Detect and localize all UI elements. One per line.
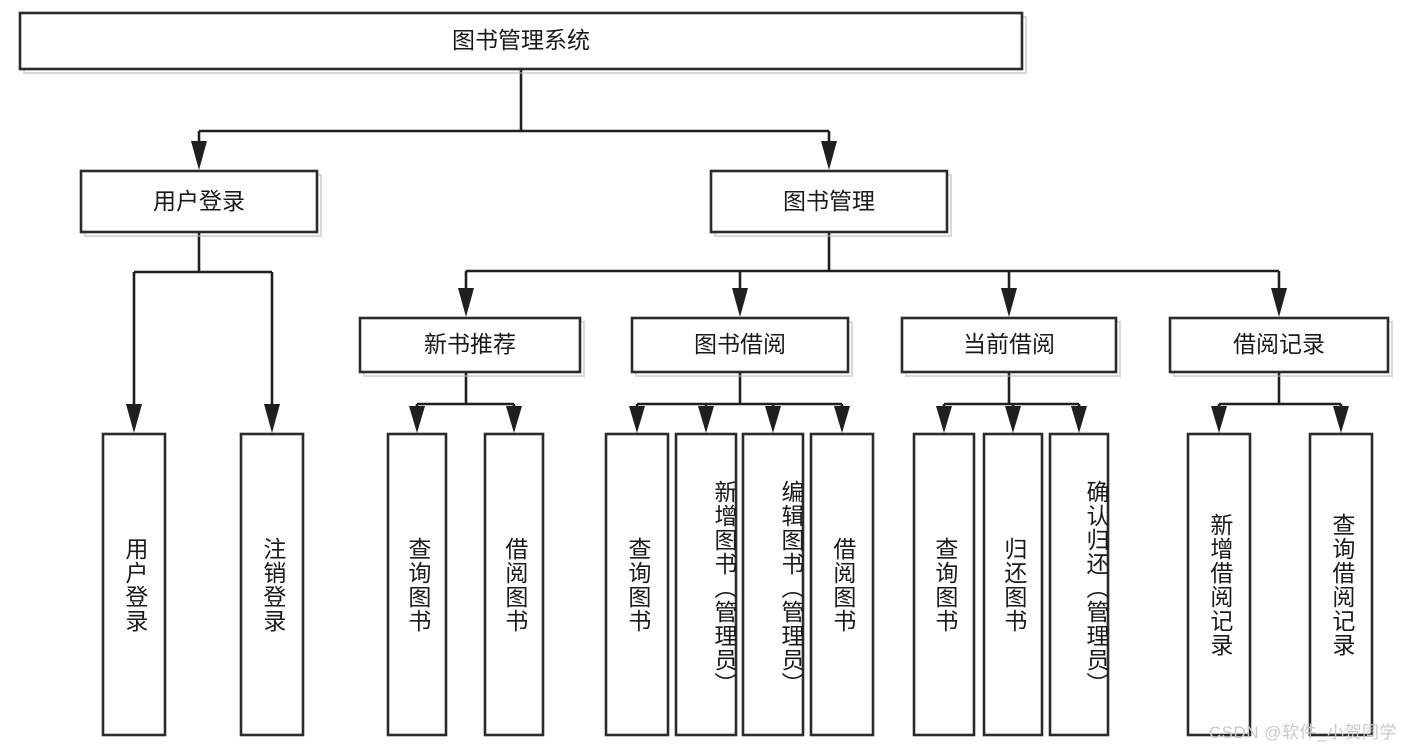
label-borrow-record: 借阅记录 — [1233, 331, 1325, 357]
arrowhead-cb-return — [1005, 406, 1021, 433]
label-current-borrow: 当前借阅 — [963, 331, 1055, 357]
label-book-borrow: 图书借阅 — [694, 331, 786, 357]
node-box-current-borrow[interactable] — [900, 316, 1118, 374]
node-box-layer — [18, 11, 1393, 737]
node-box-borrow-record[interactable] — [1168, 316, 1390, 374]
arrowhead-nb-borrow — [506, 406, 522, 433]
leaf-box-nb-query[interactable] — [386, 432, 448, 737]
node-box-root[interactable] — [18, 11, 1024, 71]
leaf-box-bb-query[interactable] — [604, 432, 670, 737]
arrowhead-borrow-record — [1271, 288, 1287, 317]
leaf-box-bb-edit[interactable] — [741, 432, 805, 737]
arrowhead-book-borrow — [732, 288, 748, 317]
connector-layer — [126, 69, 1349, 433]
node-box-new-book-rec[interactable] — [358, 316, 582, 374]
arrowhead-bb-borrow — [834, 406, 850, 433]
arrowhead-cb-query — [936, 406, 952, 433]
arrowhead-new-book-rec — [458, 288, 474, 317]
node-box-book-borrow[interactable] — [630, 316, 850, 374]
horizontal-label-layer: 图书管理系统 用户登录 图书管理 新书推荐 图书借阅 当前借阅 借阅记录 — [153, 27, 1325, 357]
arrowhead-br-add — [1211, 406, 1227, 433]
arrowhead-bb-add — [698, 406, 714, 433]
csdn-watermark: CSDN @软件_小贺同学 — [1208, 723, 1397, 742]
arrowhead-current-borrow — [1001, 288, 1017, 317]
label-book-manage: 图书管理 — [783, 188, 875, 214]
arrowhead-book-manage — [821, 141, 837, 170]
arrowhead-nb-query — [409, 406, 425, 433]
leaf-box-bb-borrow[interactable] — [809, 432, 875, 737]
node-box-user-login[interactable] — [79, 169, 319, 234]
leaf-box-br-add[interactable] — [1186, 432, 1252, 737]
leaf-box-cb-query[interactable] — [912, 432, 976, 737]
leaf-box-bb-add[interactable] — [674, 432, 738, 737]
leaf-box-logout[interactable] — [239, 432, 305, 737]
arrowhead-bb-query — [629, 406, 645, 433]
leaf-box-cb-confirm[interactable] — [1048, 432, 1110, 737]
arrowhead-cb-confirm — [1071, 406, 1087, 433]
leaf-box-cb-return[interactable] — [982, 432, 1044, 737]
label-root: 图书管理系统 — [452, 27, 590, 53]
arrowhead-br-query — [1333, 406, 1349, 433]
leaf-box-nb-borrow[interactable] — [483, 432, 545, 737]
label-user-login: 用户登录 — [153, 188, 245, 214]
arrowhead-leaf-logout — [264, 404, 280, 433]
arrowhead-user-login — [191, 141, 207, 170]
leaf-box-br-query[interactable] — [1308, 432, 1374, 737]
node-box-book-manage[interactable] — [709, 169, 949, 234]
arrowhead-bb-edit — [765, 406, 781, 433]
leaf-box-user-login[interactable] — [101, 432, 167, 737]
label-new-book-rec: 新书推荐 — [424, 331, 516, 357]
arrowhead-leaf-user-login — [126, 404, 142, 433]
